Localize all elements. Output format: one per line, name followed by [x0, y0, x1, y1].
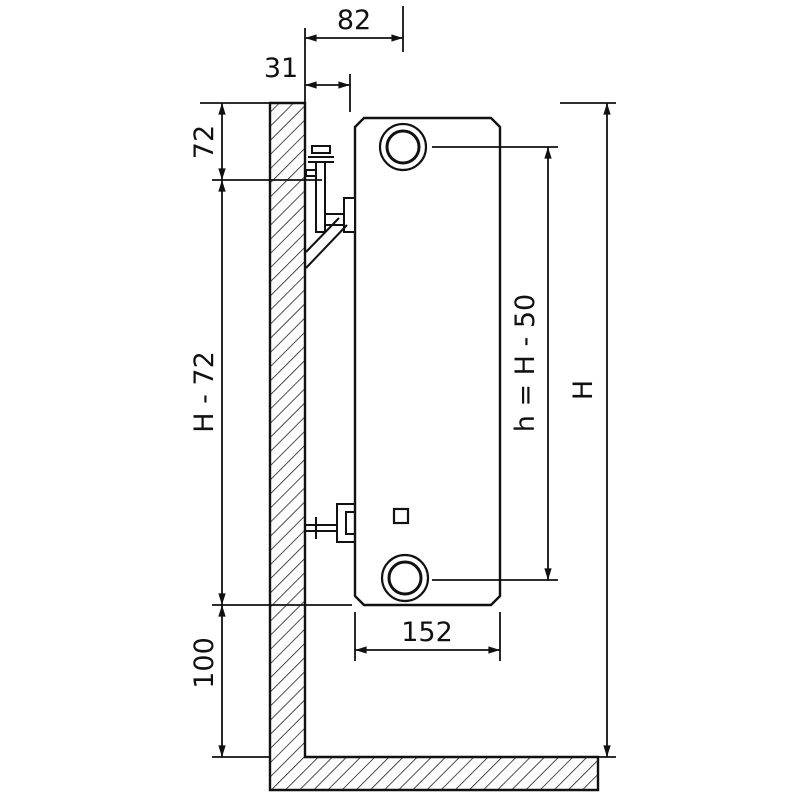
bracket-strut — [305, 224, 348, 269]
dim-label-100: 100 — [189, 637, 220, 689]
dimension-labels: 82 31 72 H - 72 100 h = H - 50 H 152 — [189, 5, 599, 689]
dim-label-H-72: H - 72 — [189, 351, 220, 433]
bottom-bracket-clamp — [336, 503, 355, 543]
bracket-strut — [305, 217, 340, 253]
drain-plug-square — [392, 507, 410, 525]
dimension-annotations: 82 31 72 H - 72 100 h = H - 50 H 152 — [189, 5, 616, 758]
bracket-clip — [343, 197, 356, 233]
dim-label-82: 82 — [337, 5, 371, 36]
bracket-tooth — [305, 169, 317, 177]
dim-label-72: 72 — [189, 125, 220, 159]
dim-label-31: 31 — [264, 53, 298, 84]
top-pipe-connection-inner — [385, 129, 421, 165]
top-wall-bracket — [305, 145, 356, 269]
bracket-screw-cap — [311, 145, 331, 154]
dimension-extension-lines — [200, 6, 616, 758]
dim-label-152: 152 — [401, 617, 453, 648]
dim-label-H: H — [568, 380, 599, 400]
bottom-wall-bracket — [305, 503, 355, 543]
radiator-panel-outline — [353, 116, 502, 607]
dim-label-h: h = H - 50 — [510, 294, 541, 432]
bottom-pipe-connection-inner — [387, 560, 423, 596]
radiator-body — [353, 116, 502, 607]
dimension-lines — [218, 34, 611, 757]
bracket-plate — [315, 161, 326, 233]
